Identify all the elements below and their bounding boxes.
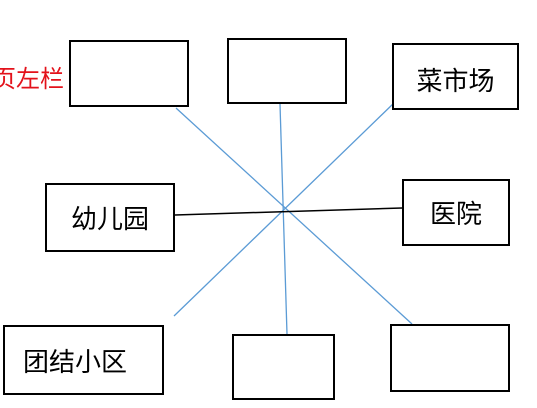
line-top-middle-to-bottom-middle (279, 103, 288, 335)
cut-off-red-label: 页左栏 (0, 65, 64, 93)
empty-box-top-middle (227, 38, 347, 104)
line-mid-left-to-mid-right (174, 207, 403, 216)
box-kindergarten: 幼儿园 (45, 183, 175, 252)
box-vegetable-market: 菜市场 (392, 43, 519, 110)
box-hospital: 医院 (402, 179, 510, 246)
box-label-bottom-left: 团结小区 (23, 347, 128, 378)
line-top-right-to-bottom-left (173, 101, 396, 317)
box-tuanjie-community: 团结小区 (3, 325, 164, 395)
box-label-mid-right: 医院 (429, 200, 482, 230)
empty-box-top-left (69, 40, 189, 107)
line-top-left-to-bottom-right (175, 107, 413, 325)
box-label-top-right: 菜市场 (416, 67, 495, 97)
box-label-mid-left: 幼儿园 (70, 205, 149, 235)
empty-box-bottom-right (390, 324, 510, 392)
empty-box-bottom-middle (232, 334, 335, 400)
